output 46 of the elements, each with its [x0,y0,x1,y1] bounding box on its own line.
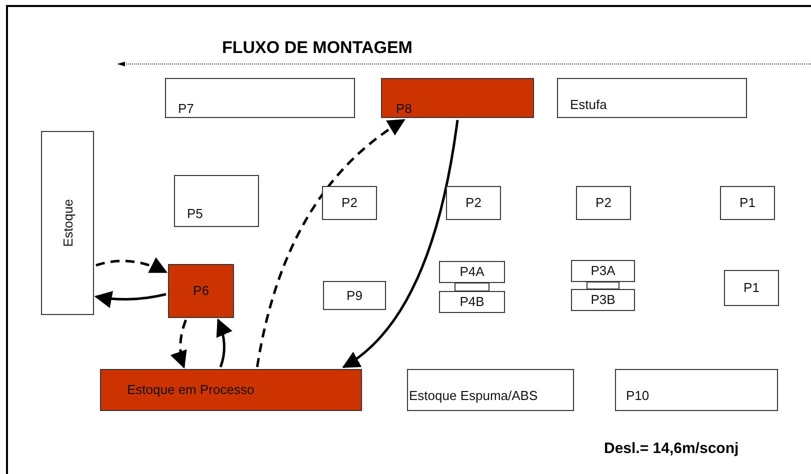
flow-arrow [96,257,168,274]
workstation-box [165,78,355,118]
station-label: Estufa [570,97,607,112]
storage-area [100,369,362,411]
flow-arrow [170,320,188,369]
station-label: P1 [744,280,760,295]
flow-arrow [216,318,232,368]
station-label: P9 [346,287,362,302]
station-label: P4B [460,294,484,309]
workstation-box [724,270,779,306]
station-label: P3B [590,292,616,307]
flow-title: FLUXO DE MONTAGEM [222,38,412,58]
storage-area [407,369,574,411]
flow-arrow [94,290,166,308]
station-label: Estoque [60,199,75,247]
workstation-box [439,261,505,283]
station-label: P1 [740,194,756,210]
station-label: P7 [178,101,194,116]
station-label: P5 [187,206,203,221]
station-label: P2 [596,194,612,210]
workstation-box [381,78,534,118]
workstation-box [322,186,377,220]
oven-area [557,78,747,118]
station-label: Estoque em Processo [127,382,254,397]
station-label: P8 [396,101,412,116]
workstation-box [168,264,234,318]
station-label: P2 [342,194,358,210]
workstation-box [174,175,259,227]
station-label: P6 [193,282,209,298]
workstation-box [571,260,635,282]
station-label: P3A [590,262,616,278]
displacement-note: Desl.= 14,6m/sconj [604,440,739,457]
workstation-box [323,281,386,310]
station-label: P4A [460,264,484,279]
station-label: P10 [626,388,650,403]
workstation-box [615,369,778,411]
flow-arrow [342,120,459,368]
workstation-box [446,186,501,220]
storage-area [41,131,94,315]
station-label: P2 [466,194,482,210]
workstation-box [439,291,505,313]
workstation-box [720,186,775,220]
workstation-box [576,186,631,220]
workstation-box [571,289,635,311]
flow-arrow [256,118,406,368]
station-label: Estoque Espuma/ABS [409,388,538,403]
